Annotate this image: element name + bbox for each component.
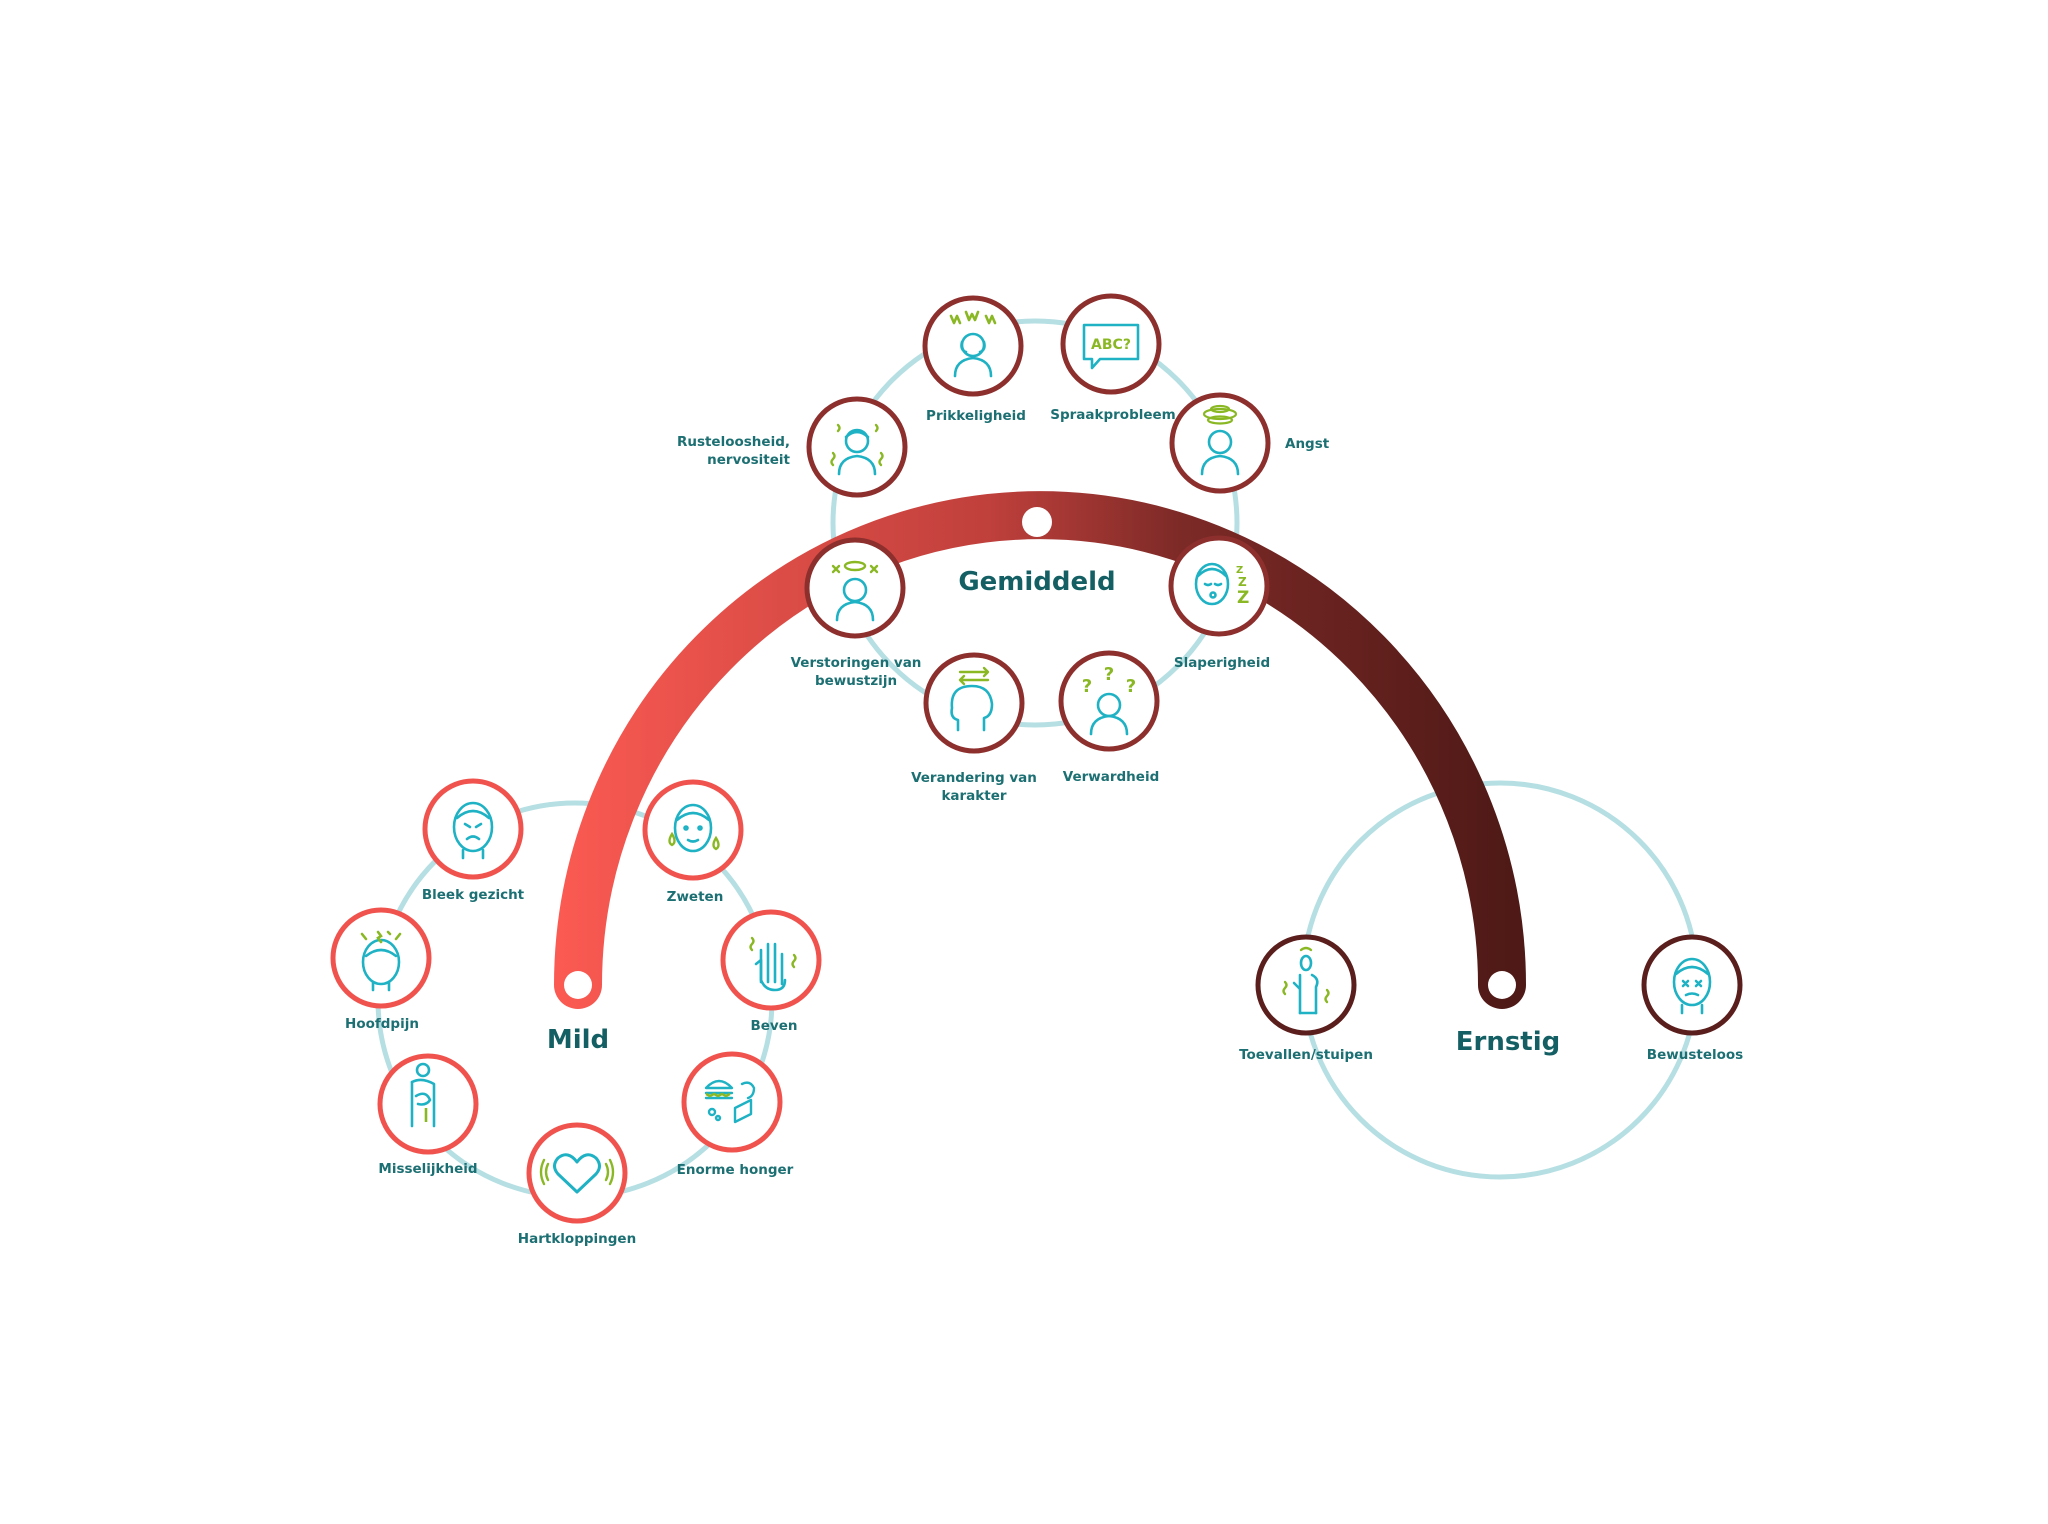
symptom-label: Enorme honger (677, 1162, 794, 1178)
symptom-label: Prikkeligheid (926, 408, 1026, 424)
symptom-label: Angst (1285, 436, 1330, 452)
sleepy-icon (1194, 562, 1230, 606)
severe-marker-dot (1488, 971, 1516, 999)
symptom-label: Misselijkheid (378, 1161, 477, 1177)
svg-text:?: ? (1104, 664, 1114, 685)
symptom-label-line1: Rusteloosheid, (677, 434, 790, 450)
moderate-group-ring (830, 318, 1240, 728)
symptom-beven: Beven (720, 909, 822, 1034)
anxiety-icon (1200, 429, 1240, 476)
symptom-label-line1: Verstoringen van (791, 655, 922, 671)
sweating-icon (673, 803, 713, 853)
symptom-label: Hoofdpijn (345, 1016, 419, 1032)
pale-face-icon (452, 801, 494, 860)
symptom-verstoringen: Verstoringen van bewustzijn (791, 537, 922, 689)
symptom-rusteloosheid: Rusteloosheid, nervositeit (677, 396, 908, 498)
heart-icon (539, 1153, 615, 1194)
symptom-label: Beven (750, 1018, 797, 1034)
symptom-zweten: Zweten (642, 779, 744, 905)
symptom-verwardheid: ? ? ? Verwardheid (1058, 650, 1160, 785)
symptom-bewusteloos: Bewusteloos (1641, 934, 1743, 1063)
symptom-label: Bleek gezicht (422, 887, 525, 903)
symptom-label: Bewusteloos (1647, 1047, 1743, 1063)
mild-marker-dot (564, 971, 592, 999)
moderate-category-label: Gemiddeld (958, 567, 1115, 597)
speech-bubble-icon: ABC? (1082, 323, 1140, 370)
symptom-label-line2: bewustzijn (815, 673, 897, 689)
symptom-hartkloppingen: Hartkloppingen (518, 1122, 636, 1247)
symptom-angst: Angst (1169, 392, 1330, 494)
svg-text:Z: Z (1236, 565, 1243, 576)
moderate-marker-dot (1022, 507, 1052, 537)
symptom-verandering: Verandering van karakter (911, 652, 1037, 804)
svg-text:Z: Z (1237, 588, 1249, 608)
unconscious-icon (1672, 957, 1712, 1015)
restless-icon (837, 428, 877, 476)
hunger-icon (704, 1079, 756, 1124)
svg-text:ABC?: ABC? (1091, 337, 1131, 353)
svg-text:?: ? (1082, 676, 1092, 697)
symptom-toevallen: Toevallen/stuipen (1239, 934, 1373, 1063)
symptom-label: Hartkloppingen (518, 1231, 636, 1247)
symptom-slaperigheid: Z Z Z Slaperigheid (1168, 535, 1270, 671)
symptom-label-line2: nervositeit (707, 452, 790, 468)
symptom-prikkeligheid: Prikkeligheid (922, 295, 1026, 424)
symptom-label: Spraakprobleem (1050, 407, 1176, 423)
nausea-icon (410, 1062, 436, 1128)
seizure-icon (1292, 954, 1319, 1015)
symptom-enorme-honger: Enorme honger (677, 1051, 794, 1178)
mood-change-icon (950, 684, 994, 732)
svg-text:?: ? (1126, 676, 1136, 697)
confusion-icon (1089, 692, 1129, 736)
severe-category-label: Ernstig (1456, 1027, 1561, 1057)
trembling-hand-icon (754, 942, 787, 992)
dizzy-icon (835, 577, 875, 622)
symptom-label: Verwardheid (1063, 769, 1159, 785)
symptom-hoofdpijn: Hoofdpijn (330, 907, 432, 1032)
mild-category-label: Mild (547, 1025, 609, 1055)
symptom-label-line2: karakter (941, 788, 1006, 804)
irritability-icon (953, 332, 993, 378)
svg-text:Z: Z (1238, 575, 1247, 589)
symptom-label-line1: Verandering van (911, 770, 1037, 786)
symptom-bleek-gezicht: Bleek gezicht (422, 778, 525, 903)
symptom-spraakprobleem: ABC? Spraakprobleem (1050, 293, 1176, 423)
symptom-label: Zweten (667, 889, 724, 905)
symptom-label: Slaperigheid (1174, 655, 1270, 671)
symptom-misselijkheid: Misselijkheid (377, 1053, 479, 1177)
symptom-label: Toevallen/stuipen (1239, 1047, 1373, 1063)
sleep-z-icon: Z Z Z (1236, 565, 1249, 608)
